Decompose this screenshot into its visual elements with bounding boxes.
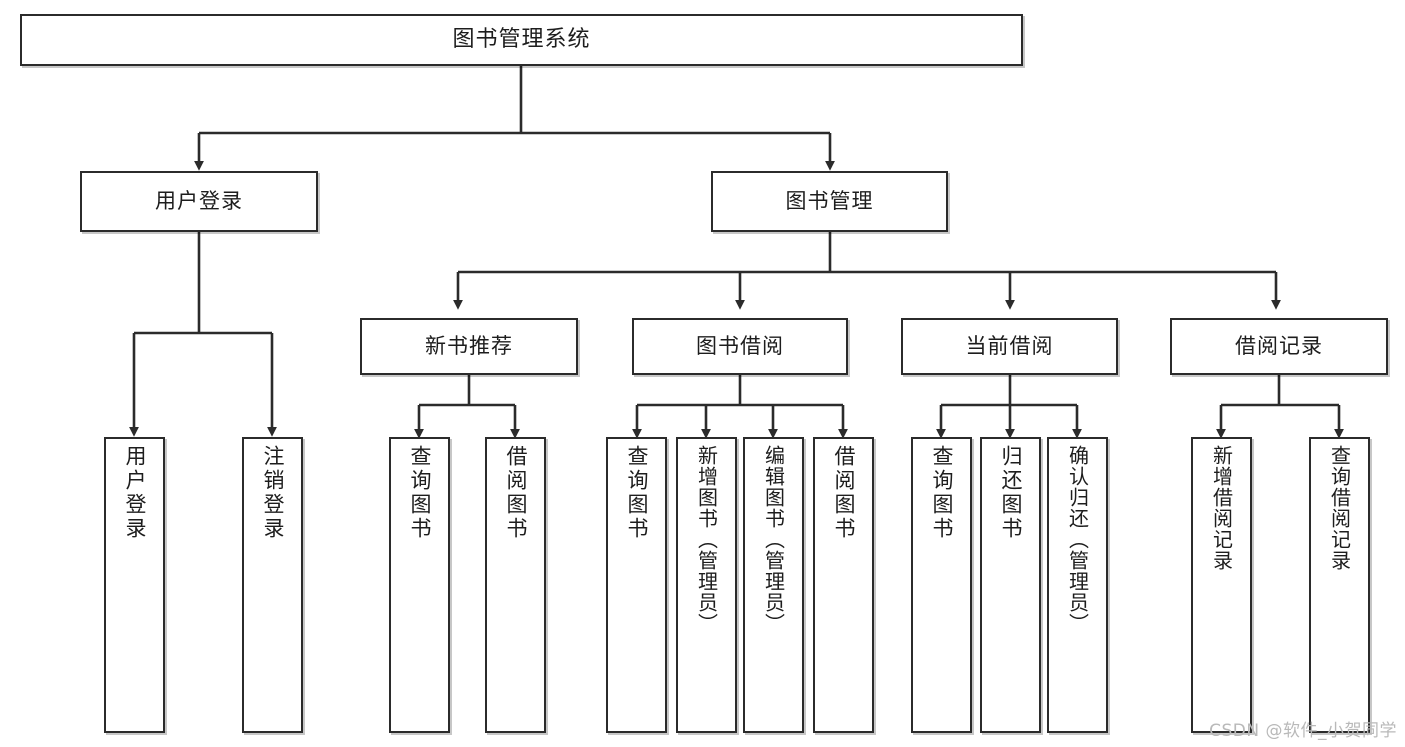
- leaf-borrow-book-recommend[interactable]: 借阅图书: [485, 437, 546, 733]
- node-label: 归还图书: [999, 445, 1023, 541]
- csdn-watermark: CSDN @软件_小贺同学: [1209, 721, 1397, 741]
- node-label: 查询图书: [930, 445, 954, 541]
- node-label: 确认归还（管理员）: [1065, 445, 1090, 634]
- node-label: 借阅图书: [832, 445, 856, 541]
- node-label: 图书管理系统: [452, 27, 591, 53]
- leaf-edit-book-admin[interactable]: 编辑图书（管理员）: [743, 437, 804, 733]
- node-label: 当前借阅: [965, 334, 1054, 359]
- leaf-query-borrow-record[interactable]: 查询借阅记录: [1309, 437, 1370, 733]
- node-label: 用户登录: [123, 445, 147, 541]
- leaf-return-book[interactable]: 归还图书: [980, 437, 1041, 733]
- leaf-user-login[interactable]: 用户登录: [104, 437, 165, 733]
- leaf-logout[interactable]: 注销登录: [242, 437, 303, 733]
- leaf-confirm-return-admin[interactable]: 确认归还（管理员）: [1047, 437, 1108, 733]
- leaf-add-borrow-record[interactable]: 新增借阅记录: [1191, 437, 1252, 733]
- node-label: 图书借阅: [696, 334, 784, 359]
- node-label: 新增借阅记录: [1209, 445, 1234, 571]
- leaf-query-book-recommend[interactable]: 查询图书: [389, 437, 450, 733]
- node-root-book-management-system[interactable]: 图书管理系统: [20, 14, 1023, 66]
- node-label: 图书管理: [785, 189, 874, 214]
- node-label: 借阅记录: [1235, 334, 1323, 359]
- node-new-book-recommend[interactable]: 新书推荐: [360, 318, 578, 375]
- node-label: 注销登录: [261, 445, 285, 541]
- node-label: 查询图书: [625, 445, 649, 541]
- node-label: 编辑图书（管理员）: [761, 445, 786, 634]
- node-label: 用户登录: [155, 189, 243, 214]
- leaf-borrow-book[interactable]: 借阅图书: [813, 437, 874, 733]
- node-label: 查询借阅记录: [1327, 445, 1352, 571]
- node-label: 新增图书（管理员）: [694, 445, 719, 634]
- leaf-add-book-admin[interactable]: 新增图书（管理员）: [676, 437, 737, 733]
- node-book-management[interactable]: 图书管理: [711, 171, 948, 232]
- node-borrow-record[interactable]: 借阅记录: [1170, 318, 1388, 375]
- node-label: 新书推荐: [425, 334, 513, 359]
- leaf-query-book-borrow[interactable]: 查询图书: [606, 437, 667, 733]
- node-current-borrow[interactable]: 当前借阅: [901, 318, 1118, 375]
- node-label: 查询图书: [408, 445, 432, 541]
- node-book-borrow[interactable]: 图书借阅: [632, 318, 848, 375]
- node-user-login[interactable]: 用户登录: [80, 171, 318, 232]
- node-label: 借阅图书: [504, 445, 528, 541]
- leaf-query-book-current[interactable]: 查询图书: [911, 437, 972, 733]
